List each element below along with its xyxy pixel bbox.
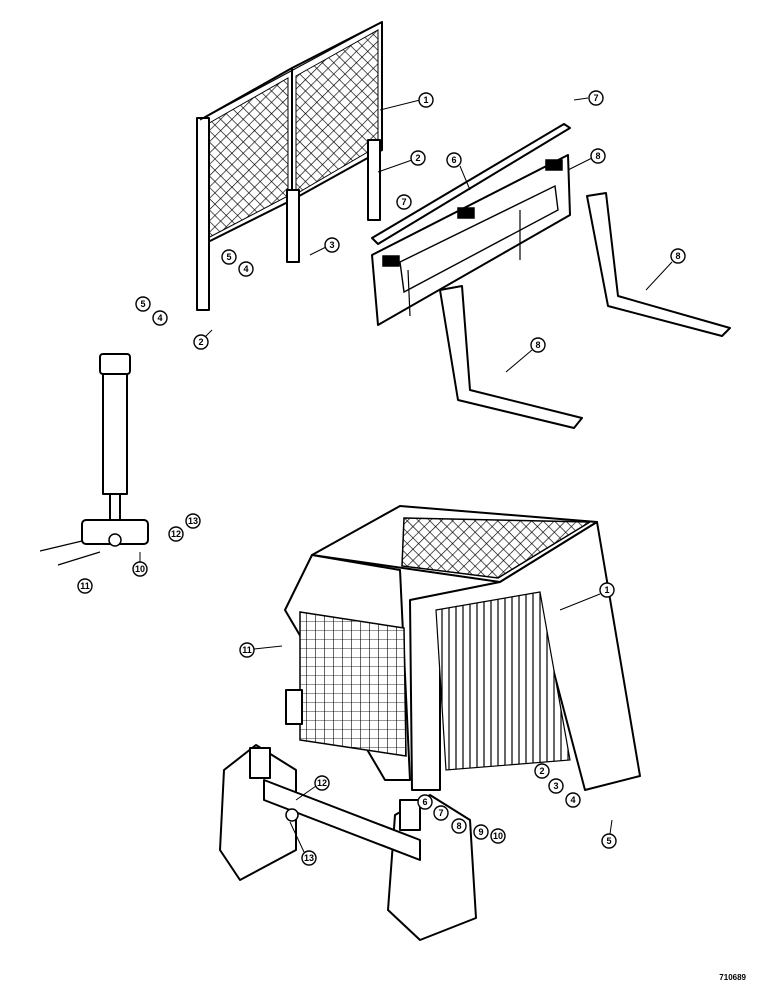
callout-carriage-8a: 8 xyxy=(567,148,606,171)
svg-text:5: 5 xyxy=(606,836,611,846)
callout-cylinder-12: 12 xyxy=(168,526,184,542)
svg-text:8: 8 xyxy=(456,821,461,831)
callout-cab-4: 4 xyxy=(565,792,581,808)
callout-screen-4a: 4 xyxy=(238,261,254,277)
callout-screen-5b: 5 xyxy=(135,296,151,312)
svg-text:13: 13 xyxy=(188,516,198,526)
callout-cab-12: 12 xyxy=(295,775,330,801)
svg-text:12: 12 xyxy=(171,529,181,539)
svg-text:12: 12 xyxy=(317,778,327,788)
svg-text:1: 1 xyxy=(604,585,609,595)
callout-cab-9: 9 xyxy=(473,824,489,840)
callout-cab-6: 6 xyxy=(417,794,433,810)
svg-text:6: 6 xyxy=(451,155,456,165)
cab-guard xyxy=(284,505,641,791)
callout-cab-2: 2 xyxy=(534,763,550,779)
svg-text:5: 5 xyxy=(140,299,145,309)
svg-text:6: 6 xyxy=(422,797,427,807)
callout-screen-2a: 2 xyxy=(377,150,426,173)
svg-text:8: 8 xyxy=(535,340,540,350)
callout-cab-3: 3 xyxy=(548,778,564,794)
fork-left xyxy=(439,285,583,429)
callout-cylinder-11: 11 xyxy=(77,578,93,594)
svg-text:10: 10 xyxy=(493,831,503,841)
callout-cab-7: 7 xyxy=(433,805,449,821)
callout-carriage-7b: 7 xyxy=(396,194,412,210)
callout-cylinder-10: 10 xyxy=(132,552,148,577)
svg-text:8: 8 xyxy=(595,151,600,161)
svg-text:2: 2 xyxy=(539,766,544,776)
svg-text:9: 9 xyxy=(478,827,483,837)
svg-text:4: 4 xyxy=(570,795,575,805)
callout-cab-8: 8 xyxy=(451,818,467,834)
callout-screen-3: 3 xyxy=(309,237,340,256)
callout-cab-13: 13 xyxy=(289,821,317,866)
callout-screen-4b: 4 xyxy=(152,310,168,326)
callout-carriage-8b: 8 xyxy=(645,248,686,291)
callout-cab-1: 1 xyxy=(559,582,615,611)
svg-text:4: 4 xyxy=(157,313,162,323)
svg-text:7: 7 xyxy=(438,808,443,818)
svg-text:3: 3 xyxy=(553,781,558,791)
callout-screen-2b: 2 xyxy=(193,329,213,350)
callout-carriage-8c: 8 xyxy=(505,337,546,373)
svg-text:8: 8 xyxy=(675,251,680,261)
svg-text:11: 11 xyxy=(242,645,252,655)
svg-text:11: 11 xyxy=(80,581,90,591)
rear-screen xyxy=(196,21,383,311)
svg-text:3: 3 xyxy=(329,240,334,250)
hydraulic-cylinder xyxy=(39,353,149,566)
callout-cab-11: 11 xyxy=(239,642,283,658)
mounting-base xyxy=(219,744,477,941)
svg-text:4: 4 xyxy=(243,264,248,274)
drawing-number: 710689 xyxy=(719,973,746,982)
callout-cab-10: 10 xyxy=(490,828,506,844)
callout-cylinder-13: 13 xyxy=(185,513,201,529)
callout-carriage-7a: 7 xyxy=(573,90,604,106)
callout-screen-5a: 5 xyxy=(221,249,237,265)
svg-text:1: 1 xyxy=(423,95,428,105)
callout-carriage-6: 6 xyxy=(446,152,471,191)
svg-text:7: 7 xyxy=(593,93,598,103)
svg-text:13: 13 xyxy=(304,853,314,863)
fork-right xyxy=(586,192,731,337)
callout-screen-1: 1 xyxy=(379,92,434,111)
svg-text:10: 10 xyxy=(135,564,145,574)
svg-text:2: 2 xyxy=(415,153,420,163)
svg-text:7: 7 xyxy=(401,197,406,207)
svg-text:5: 5 xyxy=(226,252,231,262)
svg-text:2: 2 xyxy=(198,337,203,347)
fork-carriage xyxy=(371,123,571,326)
callout-cab-5: 5 xyxy=(601,819,617,849)
